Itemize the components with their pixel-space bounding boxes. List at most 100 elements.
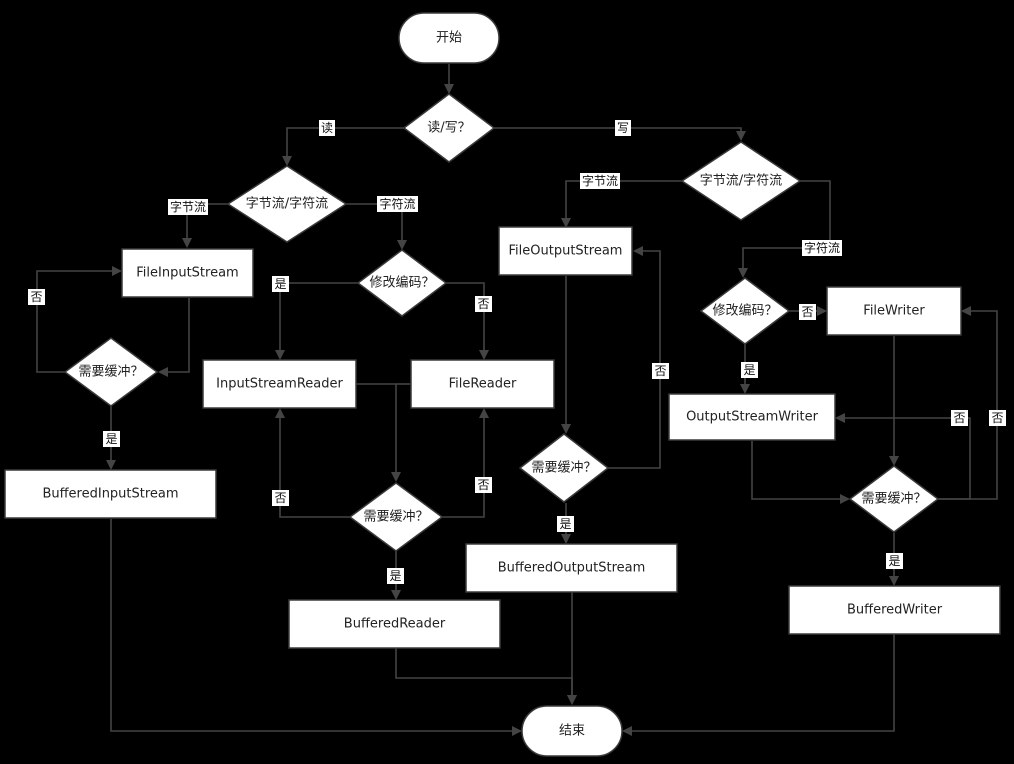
edge-label-char-read-text: 字符流 [379, 196, 415, 211]
edge-label-yes-out-text: 是 [559, 517, 571, 531]
buffered-writer-box [788, 585, 1001, 635]
edge-label-yes-in: 是 [103, 431, 120, 447]
edge-label-yes-enc-read: 是 [272, 276, 289, 292]
edge-label-yes-out: 是 [557, 516, 574, 532]
edge-label-yes-buf-writer-text: 是 [888, 554, 900, 568]
edge-label-no-enc-read: 否 [475, 296, 492, 312]
edge-enc-read-yes [275, 282, 358, 360]
edge-label-char-write: 字符流 [802, 240, 842, 256]
edge-label-yes-enc-write: 是 [741, 362, 758, 378]
buffered-writer-label: BufferedWriter [847, 603, 943, 618]
end-terminal [521, 705, 623, 757]
edge-label-byte-write-text: 字节流 [582, 173, 618, 188]
edge-label-no-enc-read-text: 否 [477, 297, 489, 311]
edge-label-byte-read-text: 字节流 [170, 199, 206, 214]
read-type-decision [226, 165, 348, 243]
edge-label-yes-buf-reader-text: 是 [389, 569, 401, 583]
edge-label-char-read: 字符流 [377, 196, 418, 212]
file-output-stream-label: FileOutputStream [509, 244, 623, 259]
edge-read [282, 127, 405, 166]
input-stream-reader-label: InputStreamReader [216, 377, 343, 392]
edge-label-write-text: 写 [617, 121, 629, 135]
edge-label-write: 写 [615, 120, 631, 136]
end-label: 结束 [559, 724, 585, 739]
edge-label-read-text: 读 [321, 121, 333, 135]
edge-needbuf-reader-no-fr [442, 408, 489, 518]
edge-enc-read-no [446, 282, 489, 360]
rw-decision [402, 93, 496, 163]
output-stream-writer-box [668, 393, 836, 441]
buffered-input-stream-box [4, 469, 217, 519]
modify-enc-read-decision [356, 249, 448, 317]
edge-label-no-out: 否 [652, 363, 669, 379]
edge-label-yes-in-text: 是 [105, 432, 117, 446]
modify-enc-read-label: 修改编码？ [369, 276, 434, 291]
edge-br-end [395, 648, 577, 705]
edge-label-yes-enc-write-text: 是 [743, 363, 755, 377]
edge-write [493, 127, 746, 141]
edge-label-no-buf-fw-text: 否 [991, 411, 1003, 425]
need-buf-out-label: 需要缓冲？ [531, 461, 596, 476]
need-buf-writer-decision [848, 465, 940, 533]
write-type-decision [680, 141, 802, 221]
need-buf-reader-decision [348, 482, 444, 552]
buffered-output-stream-box [465, 543, 678, 593]
edge-label-no-buf-osw-text: 否 [953, 411, 965, 425]
edge-labels: 读 写 字节流 字符流 字节流 字符流 否 是 [28, 120, 1006, 584]
need-buf-out-decision [518, 433, 610, 503]
need-buf-writer-label: 需要缓冲？ [861, 492, 926, 507]
file-reader-label: FileReader [449, 377, 517, 392]
edge-label-yes-buf-reader: 是 [387, 568, 404, 584]
need-buf-in-decision [63, 337, 159, 407]
edge-label-no-in: 否 [28, 289, 45, 305]
file-writer-label: FileWriter [863, 304, 925, 319]
edge-byte-write [561, 180, 682, 228]
edge-label-yes-buf-writer: 是 [886, 553, 903, 569]
edge-label-byte-read: 字节流 [168, 199, 208, 215]
buffered-input-stream-label: BufferedInputStream [42, 487, 178, 502]
edge-label-no-buf-osw: 否 [951, 410, 968, 426]
start-label: 开始 [436, 31, 462, 46]
edge-label-yes-enc-read-text: 是 [274, 277, 286, 291]
buffered-output-stream-label: BufferedOutputStream [498, 561, 646, 576]
edge-osw-needbuf [751, 441, 850, 504]
buffered-reader-label: BufferedReader [344, 617, 446, 632]
nodes: 开始 读/写？ 字节流/字符流 FileInputStream 需要缓冲？ Bu… [4, 12, 1001, 757]
need-buf-reader-label: 需要缓冲？ [363, 510, 428, 525]
edge-needbuf-out-no [608, 246, 661, 469]
edge-bw-end [622, 634, 895, 736]
edge-label-no-out-text: 否 [654, 364, 666, 378]
file-output-stream-box [498, 226, 633, 276]
file-input-stream-label: FileInputStream [136, 266, 238, 281]
edge-label-no-enc-write: 否 [799, 304, 816, 320]
edge-isr-needbuf [356, 383, 401, 482]
edge-label-char-write-text: 字符流 [804, 240, 840, 255]
edge-needbuf-writer-no-fw [938, 306, 998, 500]
file-reader-box [410, 359, 555, 409]
input-stream-reader-box [202, 359, 357, 409]
edge-label-no-buf-isr-text: 否 [274, 491, 286, 505]
modify-enc-write-label: 修改编码？ [712, 304, 777, 319]
file-writer-box [826, 286, 962, 336]
edge-label-no-buf-fr-text: 否 [477, 478, 489, 492]
edge-needbuf-in-no [36, 266, 122, 373]
modify-enc-write-decision [699, 277, 791, 345]
need-buf-in-label: 需要缓冲？ [78, 365, 143, 380]
edge-needbuf-reader-no-isr [275, 408, 350, 518]
edge-label-no-buf-fr: 否 [475, 477, 492, 493]
edge-label-no-enc-write-text: 否 [801, 305, 813, 319]
edge-label-no-buf-isr: 否 [272, 490, 289, 506]
edge-label-read: 读 [319, 120, 335, 136]
edges [36, 64, 998, 736]
write-type-label: 字节流/字符流 [700, 173, 782, 189]
file-input-stream-box [121, 248, 254, 298]
start-terminal [398, 12, 500, 64]
read-type-label: 字节流/字符流 [246, 196, 328, 212]
edge-fis-needbuf [158, 298, 190, 377]
edge-label-byte-write: 字节流 [580, 173, 620, 189]
output-stream-writer-label: OutputStreamWriter [686, 410, 819, 425]
rw-decision-label: 读/写？ [427, 121, 470, 136]
edge-bis-end [110, 519, 522, 736]
edge-label-no-buf-fw: 否 [989, 410, 1006, 426]
